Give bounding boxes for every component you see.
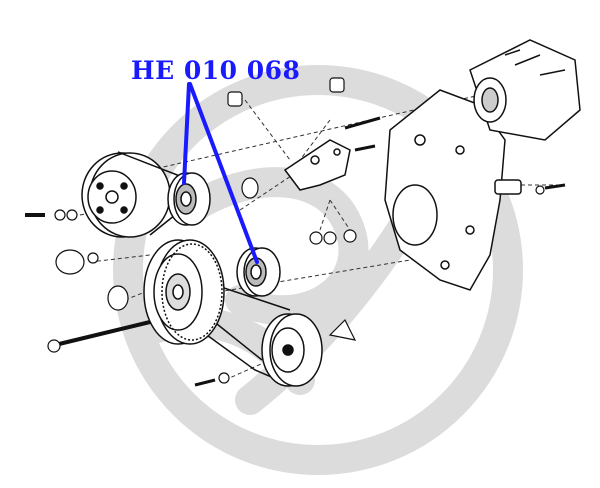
tensioner-idler-pulley-lower	[236, 247, 281, 297]
tensioner-bracket	[283, 139, 351, 191]
water-pump-pulley	[81, 152, 171, 238]
crankshaft-pulley	[143, 239, 225, 345]
tensioner-idler-pulley-upper	[167, 172, 211, 226]
alternator	[469, 39, 581, 141]
part-callout-lines	[182, 82, 259, 264]
hardware-parts	[25, 77, 566, 387]
lower-pulley	[261, 313, 323, 387]
engine-block-cover	[384, 89, 522, 291]
part-number-label: HE 010 068	[131, 56, 301, 85]
